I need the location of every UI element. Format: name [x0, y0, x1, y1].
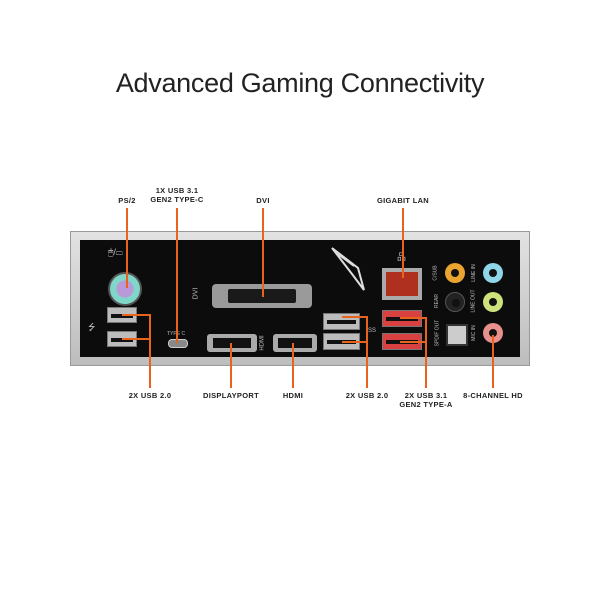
label-usb31-line1: 2X USB 3.1 [404, 391, 448, 400]
hdmi-port [273, 334, 317, 352]
label-typec-line2: GEN2 TYPE-C [150, 195, 204, 204]
rear-panel-label: REAR [433, 294, 440, 308]
optical-spdif-port [446, 324, 468, 346]
audio-jack-mic-in [483, 323, 503, 343]
callout-line-ps2 [126, 208, 128, 288]
rog-logo-icon [331, 247, 365, 291]
callout-line-displayport [230, 343, 232, 388]
usb-type-c-port [168, 339, 188, 348]
audio-jack-csub [445, 263, 465, 283]
spdif-panel-label: SPDIF OUT [434, 319, 441, 347]
label-dvi: DVI [256, 196, 270, 205]
audio-jack-rear [445, 292, 465, 312]
label-ps2: PS/2 [118, 196, 136, 205]
mic-in-panel-label: MIC IN [470, 325, 477, 341]
callout-line-dvi [262, 208, 264, 297]
callout-line-usb31 [425, 317, 427, 388]
label-displayport: DISPLAYPORT [203, 391, 259, 400]
csub-panel-label: C/SUB [432, 265, 439, 281]
callout-line-usb31 [400, 317, 427, 319]
callout-line-usb31 [400, 341, 427, 343]
label-usb2-left: 2X USB 2.0 [128, 391, 172, 400]
label-hdmi: HDMI [282, 391, 304, 400]
callout-line-usb2-left [122, 314, 151, 316]
mouse-keyboard-icon: 🖱/▭ [108, 247, 123, 257]
dvi-panel-label: DVI [192, 287, 200, 300]
label-typec-line1: 1X USB 3.1 [155, 186, 199, 195]
superspeed-label: SS [368, 328, 377, 334]
audio-jack-line-out [483, 292, 503, 312]
network-icon: 品 [397, 250, 406, 263]
callout-line-usb2-mid [342, 341, 368, 343]
callout-line-lan [402, 208, 404, 278]
ps2-port [108, 272, 142, 306]
callout-line-usb2-mid [366, 316, 368, 388]
usb-icon: ⭍ [88, 322, 96, 332]
line-in-panel-label: LINE IN [470, 264, 477, 282]
label-audio: 8-CHANNEL HD [463, 391, 523, 400]
label-usb2-mid: 2X USB 2.0 [345, 391, 389, 400]
callout-line-usb2-mid [342, 316, 368, 318]
callout-line-typec [176, 208, 178, 343]
hdmi-panel-label: HDMI [259, 335, 266, 351]
callout-line-hdmi [292, 343, 294, 388]
callout-line-usb2-left [149, 314, 151, 388]
displayport-port [207, 334, 257, 352]
label-lan: GIGABIT LAN [376, 196, 430, 205]
audio-jack-line-in [483, 263, 503, 283]
label-usb31-line2: GEN2 TYPE-A [399, 400, 453, 409]
line-out-panel-label: LINE OUT [470, 289, 477, 313]
page-title: Advanced Gaming Connectivity [115, 68, 485, 98]
callout-line-audio [492, 335, 494, 388]
callout-line-usb2-left [122, 338, 151, 340]
